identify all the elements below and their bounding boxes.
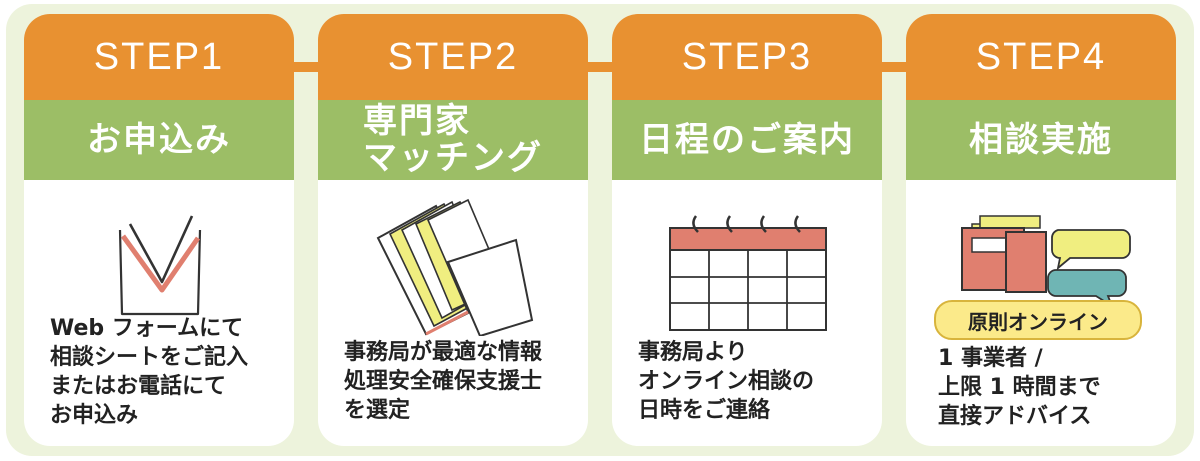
step-description: 1 事業者 / 上限 1 時間まで 直接アドバイス [938,346,1101,429]
step-label: STEP4 [906,14,1176,100]
step-label: STEP1 [24,14,294,100]
step-description: 事務局が最適な情報 処理安全確保支援士 を選定 [344,340,543,423]
step-title: お申込み [24,100,294,180]
step-title: 日程のご案内 [612,100,882,180]
step-label: STEP2 [318,14,588,100]
step-description: Web フォームにて 相談シートをご記入 またはお電話にて お申込み [50,316,249,428]
step-title: 専門家 マッチング [318,100,588,180]
online-badge: 原則オンライン [934,300,1142,340]
step-title-line2: マッチング [363,138,543,178]
step-card-1: STEP1 お申込み Web フォームにて 相談シートをご記入 またはお電話にて… [24,14,294,446]
step-connector-1-2 [290,62,326,72]
step-connector-3-4 [880,62,916,72]
step-connector-2-3 [584,62,620,72]
step-card-2: STEP2 専門家 マッチング 事務局が最適な情報 処理安全確保支援士 を選定 [318,14,588,446]
step-description: 事務局より オンライン相談の 日時をご連絡 [638,340,815,423]
checkmark-envelope-icon [24,186,294,336]
calendar-icon [612,186,882,336]
step-card-4: STEP4 相談実施 原則オンライン 1 事業者 / 上限 1 時間まで 直接ア… [906,14,1176,446]
step-label: STEP3 [612,14,882,100]
step-card-3: STEP3 日程のご案内 事務局より オンライン相談の 日時をご連絡 [612,14,882,446]
step-title: 相談実施 [906,100,1176,180]
step-title-line1: 専門家 [363,101,471,142]
book-pages-icon [318,186,588,338]
